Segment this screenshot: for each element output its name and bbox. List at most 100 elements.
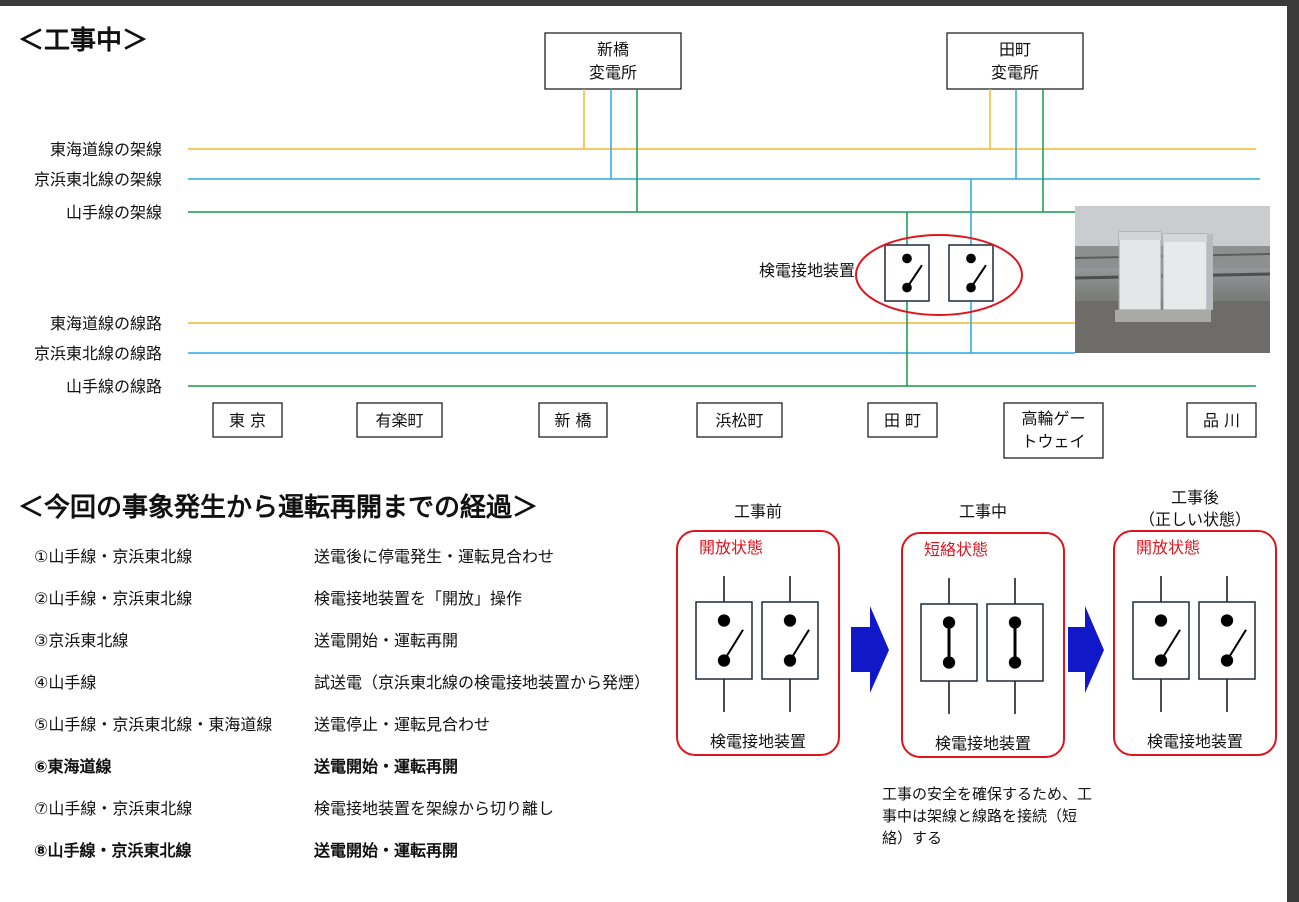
state-panel	[1113, 530, 1277, 756]
device-photo	[1075, 206, 1270, 353]
station-box	[696, 402, 783, 438]
construction-title: ＜工事中＞	[18, 26, 149, 56]
timeline-step: ②山手線・京浜東北線 検電接地装置を「開放」操作	[34, 585, 522, 609]
ground-switch-yamanote	[884, 244, 930, 302]
state-device-label: 検電接地装置	[1147, 732, 1243, 751]
state-panel	[676, 530, 840, 756]
ground-switch-keihin	[948, 244, 994, 302]
state-switch	[761, 601, 819, 680]
switch-blade	[970, 264, 987, 289]
timeline-step-action: 検電接地装置を架線から切り離し	[314, 799, 555, 818]
switch-housing	[1198, 601, 1256, 680]
state-status: 開放状態	[699, 538, 763, 557]
substation-subtitle: 変電所	[991, 63, 1039, 82]
station-name: 田 町	[884, 411, 921, 430]
overhead-wire-label: 山手線の架線	[66, 203, 162, 222]
timeline-step-action: 検電接地装置を「開放」操作	[314, 589, 523, 608]
station-name: 東 京	[229, 411, 266, 430]
timeline-step: ④山手線 試送電（京浜東北線の検電接地装置から発煙）	[34, 669, 650, 693]
overhead-wire-label: 京浜東北線の架線	[34, 170, 162, 189]
timeline-step-lines: ①山手線・京浜東北線	[34, 547, 193, 566]
transition-arrow	[851, 606, 889, 693]
device-highlight-ellipse	[855, 234, 1023, 316]
state-switch	[695, 601, 753, 680]
station-box	[538, 402, 608, 438]
timeline-step: ③京浜東北線 送電開始・運転再開	[34, 627, 458, 651]
substation-box	[946, 32, 1084, 90]
switch-blade	[906, 264, 923, 289]
switch-housing	[695, 601, 753, 680]
right-frame-bar	[1287, 0, 1299, 902]
station-box	[867, 402, 938, 438]
substation-name: 田町	[999, 40, 1031, 59]
switch-contact-top	[1220, 614, 1234, 627]
substation-box	[544, 32, 682, 90]
track-label: 京浜東北線の線路	[34, 344, 162, 363]
state-panel	[901, 532, 1065, 758]
device-label: 検電接地装置	[759, 261, 855, 280]
timeline-step-lines: ③京浜東北線	[34, 631, 129, 650]
switch-blade	[789, 629, 810, 662]
transition-arrow	[1068, 606, 1104, 693]
overhead-wire-label: 東海道線の架線	[50, 140, 162, 159]
station-name: トウェイ	[1021, 432, 1085, 451]
timeline-step-action: 送電開始・運転再開	[314, 841, 459, 860]
switch-contact-top	[783, 614, 797, 627]
timeline-step: ⑤山手線・京浜東北線・東海道線 送電停止・運転見合わせ	[34, 711, 490, 735]
state-heading: 工事前	[734, 502, 782, 521]
switch-housing	[761, 601, 819, 680]
switch-blade	[1226, 629, 1247, 662]
state-heading: 工事中	[959, 502, 1007, 521]
switch-blade	[723, 629, 744, 662]
timeline-step-lines: ⑦山手線・京浜東北線	[34, 799, 193, 818]
state-device-label: 検電接地装置	[935, 734, 1031, 753]
substation-name: 新橋	[597, 40, 629, 59]
timeline-step-lines: ④山手線	[34, 673, 97, 692]
station-name: 有楽町	[375, 411, 423, 430]
switch-blade	[1160, 629, 1181, 662]
timeline-step-lines: ⑥東海道線	[34, 757, 112, 776]
state-switch	[920, 603, 978, 682]
timeline-step-action: 送電開始・運転再開	[314, 757, 459, 776]
state-switch	[1132, 601, 1190, 680]
state-device-label: 検電接地装置	[710, 732, 806, 751]
switch-contact-top	[1154, 614, 1168, 627]
switch-housing	[884, 244, 930, 302]
timeline-step: ⑥東海道線 送電開始・運転再開	[34, 753, 458, 777]
station-name: 浜松町	[715, 411, 763, 430]
timeline-step-action: 送電停止・運転見合わせ	[314, 715, 491, 734]
timeline-step-lines: ②山手線・京浜東北線	[34, 589, 193, 608]
switch-contact-top	[966, 253, 976, 264]
timeline-step: ①山手線・京浜東北線 送電後に停電発生・運転見合わせ	[34, 543, 554, 567]
timeline-title: ＜今回の事象発生から運転再開までの経過＞	[18, 493, 539, 523]
station-box	[212, 402, 283, 438]
station-name: 高輪ゲー	[1021, 409, 1085, 428]
timeline-step-lines: ⑧山手線・京浜東北線	[34, 841, 192, 860]
substation-subtitle: 変電所	[589, 63, 637, 82]
safety-note: 工事の安全を確保するため、工事中は架線と線路を接続（短絡）する	[882, 785, 1093, 847]
state-switch	[986, 603, 1044, 682]
station-name: 新 橋	[554, 411, 591, 430]
switch-housing	[1132, 601, 1190, 680]
station-box	[1186, 402, 1257, 438]
timeline-step-action: 試送電（京浜東北線の検電接地装置から発煙）	[314, 673, 651, 692]
timeline-step-action: 送電後に停電発生・運転見合わせ	[314, 547, 555, 566]
switch-housing	[948, 244, 994, 302]
state-status: 短絡状態	[924, 540, 988, 559]
state-switch	[1198, 601, 1256, 680]
track-label: 山手線の線路	[66, 377, 162, 396]
station-box	[1003, 402, 1104, 459]
switch-contact-top	[902, 253, 912, 264]
timeline-step: ⑧山手線・京浜東北線 送電開始・運転再開	[34, 837, 458, 861]
state-heading: 工事後	[1171, 488, 1219, 507]
timeline-step-action: 送電開始・運転再開	[314, 631, 459, 650]
state-status: 開放状態	[1136, 538, 1200, 557]
state-heading: （正しい状態）	[1139, 510, 1251, 529]
timeline-step-lines: ⑤山手線・京浜東北線・東海道線	[34, 715, 273, 734]
track-label: 東海道線の線路	[50, 314, 162, 333]
top-frame-bar	[0, 0, 1299, 6]
switch-contact-top	[717, 614, 731, 627]
timeline-step: ⑦山手線・京浜東北線 検電接地装置を架線から切り離し	[34, 795, 554, 819]
station-box	[356, 402, 443, 438]
